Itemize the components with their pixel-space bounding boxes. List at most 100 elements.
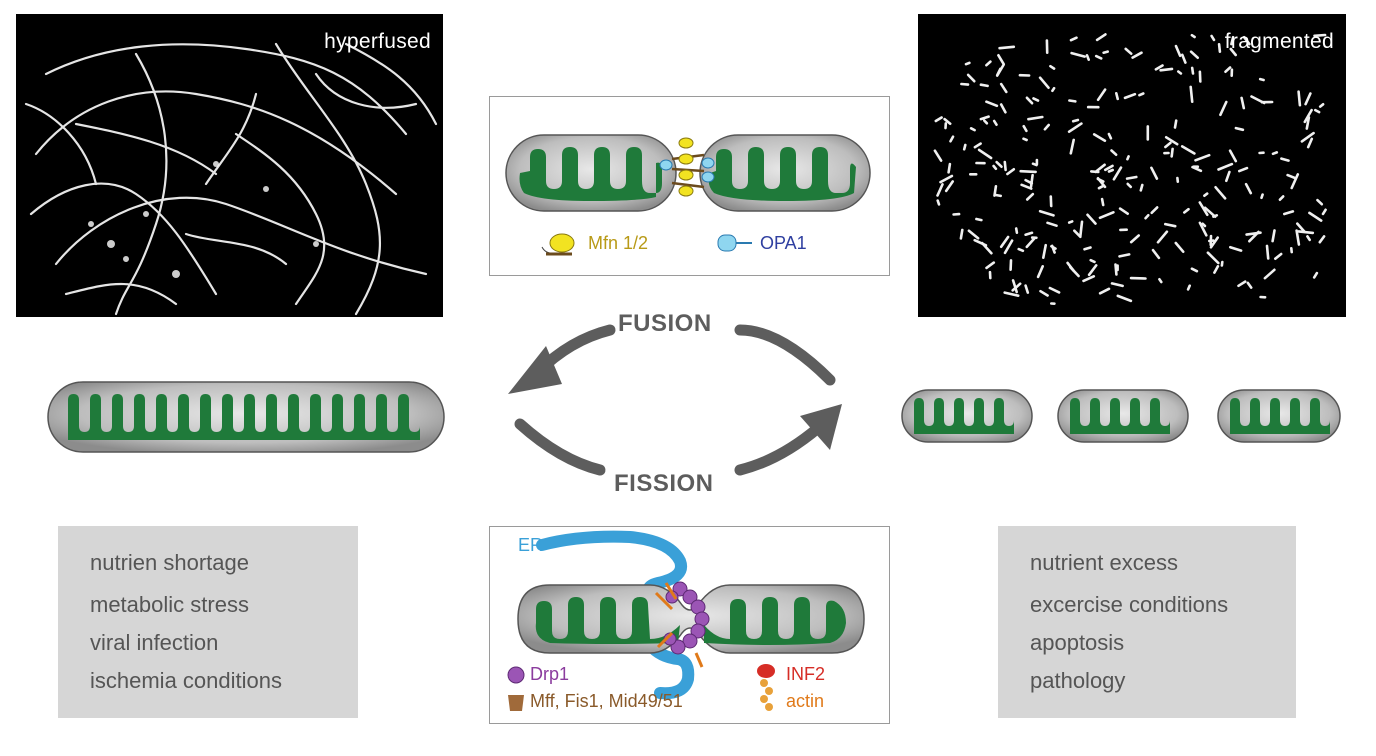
hyperfused-label: hyperfused	[324, 30, 431, 53]
mito-fragment	[1025, 96, 1034, 105]
mito-fragment	[1025, 237, 1036, 249]
mito-fragment	[1258, 77, 1265, 82]
mito-fragment	[1180, 145, 1196, 155]
mito-fragment	[1069, 36, 1078, 42]
mito-fragment	[975, 217, 983, 222]
mito-fragment	[969, 127, 976, 132]
mito-fragment	[1250, 95, 1266, 105]
mito-fragment	[1308, 211, 1323, 222]
mito-fragment	[1300, 131, 1315, 143]
mito-fragment	[1042, 243, 1047, 259]
mito-fragment	[1189, 85, 1194, 103]
mito-fragment	[1107, 168, 1114, 173]
mito-fragment	[943, 117, 952, 125]
mito-fragment	[1024, 231, 1034, 236]
mito-fragment	[960, 82, 970, 86]
mito-fragment	[1017, 247, 1025, 253]
fission-arrowhead	[800, 404, 842, 450]
fusion-conditions-box: nutrien shortage metabolic stress viral …	[58, 526, 358, 718]
mito-fragment	[1102, 50, 1109, 55]
mito-fragment	[1022, 124, 1028, 133]
mito-fragment	[1043, 123, 1050, 131]
fission-arrow-left-segment	[514, 418, 606, 476]
mito-fragment	[1011, 282, 1022, 292]
mito-fragment	[1025, 192, 1035, 201]
mito-fragment	[973, 238, 988, 247]
mito-fragment	[1116, 294, 1133, 303]
mito-fragment	[1228, 245, 1243, 252]
mito-fragment	[1150, 206, 1159, 215]
mito-fragment	[1164, 141, 1172, 149]
mito-fragment	[1096, 88, 1107, 102]
mito-fragment	[1304, 92, 1312, 106]
mito-fragment	[1260, 193, 1264, 200]
mito-fragment	[1027, 115, 1044, 121]
mito-fragment	[1003, 160, 1007, 172]
condition-item: excercise conditions	[1030, 592, 1229, 617]
mito-fragment	[1190, 267, 1199, 273]
mito-fragment	[1159, 67, 1174, 72]
mito-fragment	[967, 229, 980, 240]
mito-fragment	[1095, 33, 1107, 42]
mito-fragment	[1068, 99, 1077, 103]
mito-fragment	[1036, 265, 1044, 279]
mito-fragment	[1318, 103, 1325, 108]
mito-fragment	[985, 261, 996, 270]
mff-legend-label: Mff, Fis1, Mid49/51	[530, 691, 683, 711]
mito-fragment	[1240, 96, 1246, 110]
mito-fragment	[1313, 108, 1321, 114]
mito-fragment	[1011, 279, 1018, 294]
mito-fragment	[1156, 230, 1169, 244]
mito-fragment	[983, 119, 989, 125]
mito-fragment	[1151, 248, 1161, 260]
mito-fragment	[1126, 155, 1130, 161]
mito-fragment	[1100, 197, 1105, 207]
mito-fragment	[995, 160, 1003, 168]
mito-fragment	[1234, 126, 1245, 132]
mito-fragment	[1244, 182, 1253, 195]
mito-fragment	[1069, 138, 1075, 155]
mito-fragment	[1107, 132, 1113, 140]
mito-fragment	[964, 61, 971, 66]
fragment-mitochondrion-2	[1057, 389, 1189, 443]
mito-fragment	[1158, 277, 1163, 284]
fragmented-network-image	[933, 33, 1327, 306]
mito-fragment	[1198, 201, 1209, 217]
mito-fragment	[977, 148, 993, 160]
mff-legend-icon	[508, 695, 524, 711]
mito-fragment	[1020, 183, 1033, 190]
mito-fragment	[1209, 236, 1220, 249]
mito-fragment	[1079, 220, 1084, 237]
mito-fragment	[936, 183, 944, 197]
mito-fragment	[1114, 263, 1118, 276]
mito-fragment	[1049, 64, 1056, 70]
drp1-legend-icon	[507, 666, 525, 684]
mito-fragment	[1217, 162, 1234, 171]
mito-fragment	[1089, 258, 1096, 264]
mito-fragment	[1067, 220, 1074, 224]
mito-fragment	[933, 149, 943, 162]
mito-fragment	[1286, 173, 1297, 180]
fragment-mitochondrion-3	[1217, 389, 1341, 443]
mito-fragment	[1164, 222, 1177, 228]
mito-fragment	[1170, 147, 1174, 158]
mito-fragment	[1313, 33, 1327, 38]
mito-fragment	[1228, 149, 1238, 163]
mito-fragment	[1271, 151, 1279, 156]
mito-fragment	[1085, 53, 1090, 62]
fragmented-micrograph: fragmented	[918, 14, 1346, 317]
mito-fragment	[1174, 44, 1182, 58]
mito-fragment	[1173, 119, 1178, 129]
mito-fragment	[1038, 76, 1050, 89]
mito-fragment	[1280, 157, 1290, 162]
mito-fragment	[1230, 35, 1235, 46]
mito-fragment	[1032, 97, 1040, 102]
inf2-legend-label: INF2	[786, 664, 826, 684]
mito-fragment	[1318, 235, 1326, 244]
mito-fragment	[1242, 35, 1251, 46]
mito-fragment	[1303, 108, 1313, 124]
mito-fragment	[1295, 229, 1301, 246]
mito-fragment	[1271, 229, 1276, 243]
fusion-label: FUSION	[618, 310, 712, 337]
mito-fragment	[1224, 170, 1231, 183]
